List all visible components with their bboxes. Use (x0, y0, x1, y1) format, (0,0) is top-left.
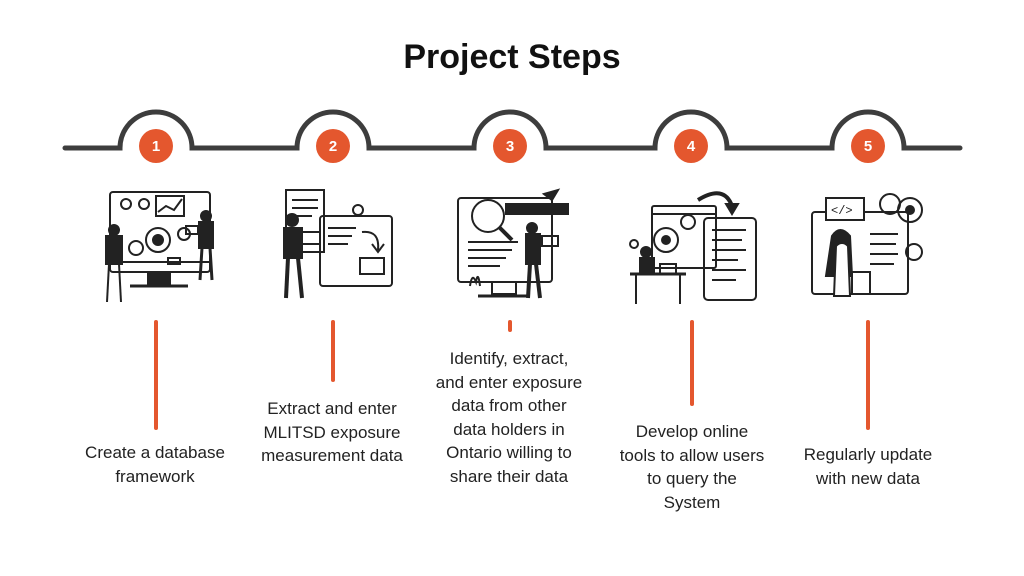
data-dashboard-illustration (96, 186, 220, 310)
online-tools-illustration (626, 186, 760, 310)
data-search-illustration (448, 186, 572, 310)
step-1-connector-line (154, 320, 158, 430)
step-3-caption: Identify, extract, and enter exposure da… (435, 349, 583, 486)
page-title: Project Steps (403, 38, 621, 76)
step-2-caption: Extract and enter MLITSD exposure measur… (261, 399, 403, 465)
step-2-number-badge: 2 (316, 129, 350, 163)
step-1-number-badge: 1 (139, 129, 173, 163)
code-update-illustration: </> (806, 186, 930, 310)
svg-text:</>: </> (831, 204, 853, 218)
step-5-number-badge: 5 (851, 129, 885, 163)
step-3-number-badge: 3 (493, 129, 527, 163)
step-4-number-badge: 4 (674, 129, 708, 163)
step-3-connector-line (508, 320, 512, 332)
step-5-connector-line (866, 320, 870, 430)
step-4-caption: Develop online tools to allow users to q… (619, 422, 765, 512)
step-2-connector-line (331, 320, 335, 382)
step-1-caption: Create a database framework (85, 443, 225, 486)
step-5-caption: Regularly update with new data (803, 445, 933, 488)
data-extraction-illustration (272, 186, 396, 310)
step-4-connector-line (690, 320, 694, 406)
